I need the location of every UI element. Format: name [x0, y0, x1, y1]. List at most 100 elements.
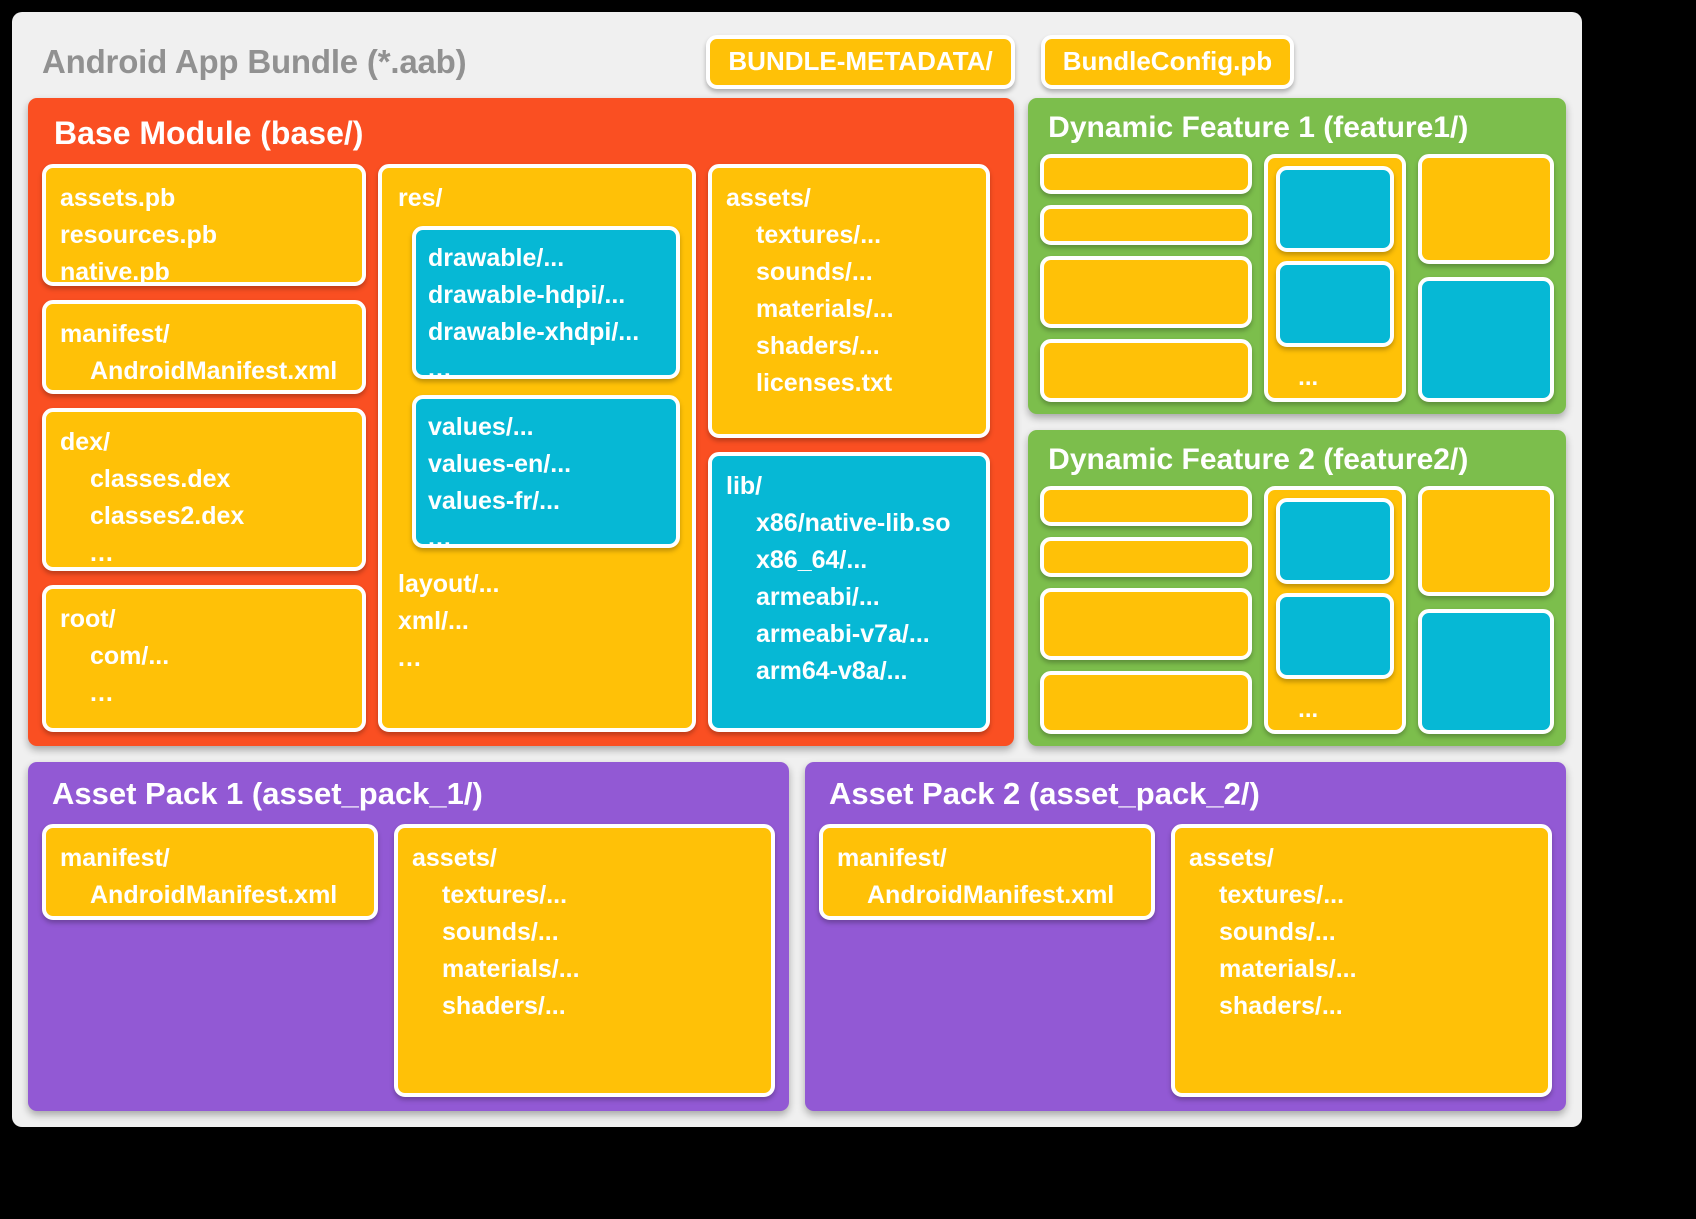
file-classes2-dex: classes2.dex	[90, 502, 245, 530]
feature2-lib-box[interactable]	[1418, 609, 1554, 734]
page-title: Android App Bundle (*.aab)	[42, 43, 467, 80]
base-root-box[interactable]: root/ com/... ...	[42, 585, 366, 732]
asset-pack-1-title: Asset Pack 1 (asset_pack_1/)	[52, 776, 483, 811]
base-module-columns: assets.pb resources.pb native.pb manifes…	[42, 164, 1000, 732]
base-module-panel: Base Module (base/) assets.pb resources.…	[28, 98, 1015, 746]
dir-values-en: values-en/...	[428, 450, 572, 478]
dir-assets: assets/	[1189, 844, 1274, 872]
base-res-box[interactable]: res/ drawable/... drawable-hdpi/... draw…	[378, 164, 696, 732]
dir-drawable-hdpi: drawable-hdpi/...	[428, 281, 626, 309]
feature2-assets-box[interactable]	[1418, 486, 1554, 596]
asset-pack-1-assets-box[interactable]: assets/ textures/... sounds/... material…	[394, 824, 775, 1097]
base-assets-box[interactable]: assets/ textures/... sounds/... material…	[708, 164, 990, 438]
file-assets-pb: assets.pb	[60, 184, 176, 212]
feature1-placeholder-box[interactable]	[1040, 154, 1253, 194]
bundle-header: Android App Bundle (*.aab) BUNDLE-METADA…	[28, 26, 1566, 98]
feature2-res-container[interactable]: ...	[1264, 486, 1407, 734]
asset-pack-1-panel: Asset Pack 1 (asset_pack_1/) manifest/ A…	[28, 762, 789, 1111]
values-ellipsis: ...	[428, 524, 452, 548]
feature2-resource-box[interactable]	[1276, 593, 1395, 679]
base-column-b: res/ drawable/... drawable-hdpi/... draw…	[378, 164, 696, 732]
dir-assets-materials: materials/...	[756, 295, 894, 323]
feature1-placeholder-box[interactable]	[1040, 205, 1253, 245]
dir-assets-materials: materials/...	[442, 955, 580, 983]
dir-lib: lib/	[726, 472, 763, 500]
base-column-a: assets.pb resources.pb native.pb manifes…	[42, 164, 366, 732]
asset-packs-row: Asset Pack 1 (asset_pack_1/) manifest/ A…	[28, 762, 1566, 1111]
file-native-pb: native.pb	[60, 258, 170, 286]
dir-assets-textures: textures/...	[756, 221, 882, 249]
dir-root: root/	[60, 605, 116, 633]
feature2-right-column	[1418, 486, 1554, 734]
feature1-lib-box[interactable]	[1418, 277, 1554, 402]
dex-ellipsis: ...	[90, 539, 114, 567]
feature1-resource-box[interactable]	[1276, 166, 1395, 252]
feature2-placeholder-box[interactable]	[1040, 537, 1253, 577]
feature1-assets-box[interactable]	[1418, 154, 1554, 264]
res-drawables-box[interactable]: drawable/... drawable-hdpi/... drawable-…	[412, 226, 680, 379]
dir-assets-shaders: shaders/...	[1219, 992, 1343, 1020]
dir-armeabi: armeabi/...	[756, 583, 880, 611]
chip-bundle-metadata[interactable]: BUNDLE-METADATA/	[706, 35, 1015, 89]
android-app-bundle-card: Android App Bundle (*.aab) BUNDLE-METADA…	[12, 12, 1582, 1127]
feature1-left-column	[1040, 154, 1253, 402]
feature2-placeholder-box[interactable]	[1040, 671, 1253, 734]
dynamic-features-column: Dynamic Feature 1 (feature1/)	[1028, 98, 1566, 746]
base-dex-box[interactable]: dex/ classes.dex classes2.dex ...	[42, 408, 366, 571]
dir-assets-materials: materials/...	[1219, 955, 1357, 983]
feature1-resource-box[interactable]	[1276, 261, 1395, 347]
feature2-placeholder-box[interactable]	[1040, 486, 1253, 526]
asset-pack-2-panel: Asset Pack 2 (asset_pack_2/) manifest/ A…	[805, 762, 1566, 1111]
feature2-middle-column: ...	[1264, 486, 1407, 734]
dynamic-feature-1-panel: Dynamic Feature 1 (feature1/)	[1028, 98, 1566, 414]
dir-assets-sounds: sounds/...	[1219, 918, 1336, 946]
asset-pack-1-manifest-box[interactable]: manifest/ AndroidManifest.xml	[42, 824, 378, 920]
dynamic-feature-1-body: ...	[1040, 154, 1554, 402]
dir-assets: assets/	[726, 184, 811, 212]
feature1-res-container[interactable]: ...	[1264, 154, 1407, 402]
feature2-placeholder-box[interactable]	[1040, 588, 1253, 660]
dir-arm64-v8a: arm64-v8a/...	[756, 657, 908, 685]
dir-xml: xml/...	[398, 607, 469, 635]
feature1-right-column	[1418, 154, 1554, 402]
feature1-placeholder-box[interactable]	[1040, 256, 1253, 328]
asset-pack-2-manifest-box[interactable]: manifest/ AndroidManifest.xml	[819, 824, 1155, 920]
drawable-ellipsis: ...	[428, 355, 452, 379]
res-ellipsis: ...	[398, 644, 422, 672]
dir-drawable-xhdpi: drawable-xhdpi/...	[428, 318, 640, 346]
dynamic-feature-1-title: Dynamic Feature 1 (feature1/)	[1048, 111, 1469, 144]
dynamic-feature-2-panel: Dynamic Feature 2 (feature2/)	[1028, 430, 1566, 746]
dir-values: values/...	[428, 413, 534, 441]
dir-values-fr: values-fr/...	[428, 487, 560, 515]
dir-x86-64: x86_64/...	[756, 546, 868, 574]
feature2-left-column	[1040, 486, 1253, 734]
base-lib-box[interactable]: lib/ x86/native-lib.so x86_64/... armeab…	[708, 452, 990, 732]
dir-assets-textures: textures/...	[1219, 881, 1345, 909]
res-values-box[interactable]: values/... values-en/... values-fr/... .…	[412, 395, 680, 548]
chip-bundle-config[interactable]: BundleConfig.pb	[1040, 35, 1295, 89]
file-android-manifest-xml: AndroidManifest.xml	[90, 357, 338, 385]
asset-pack-2-body: manifest/ AndroidManifest.xml assets/ te…	[819, 824, 1552, 1097]
dynamic-feature-2-title: Dynamic Feature 2 (feature2/)	[1048, 443, 1469, 476]
bundle-metadata-chips: BUNDLE-METADATA/ BundleConfig.pb	[706, 35, 1295, 89]
feature1-middle-column: ...	[1264, 154, 1407, 402]
file-android-manifest-xml: AndroidManifest.xml	[867, 881, 1115, 909]
dynamic-feature-2-body: ...	[1040, 486, 1554, 734]
base-manifest-box[interactable]: manifest/ AndroidManifest.xml	[42, 300, 366, 394]
file-classes-dex: classes.dex	[90, 465, 231, 493]
dir-manifest: manifest/	[60, 320, 170, 348]
dir-root-com: com/...	[90, 642, 170, 670]
dir-assets-textures: textures/...	[442, 881, 568, 909]
dir-res: res/	[398, 184, 443, 212]
asset-pack-2-title: Asset Pack 2 (asset_pack_2/)	[829, 776, 1260, 811]
file-x86-native-lib-so: x86/native-lib.so	[756, 509, 951, 537]
root-ellipsis: ...	[90, 679, 114, 707]
asset-pack-2-assets-box[interactable]: assets/ textures/... sounds/... material…	[1171, 824, 1552, 1097]
feature1-placeholder-box[interactable]	[1040, 339, 1253, 402]
dir-assets-shaders: shaders/...	[756, 332, 880, 360]
file-resources-pb: resources.pb	[60, 221, 218, 249]
feature2-res-ellipsis: ...	[1298, 696, 1319, 723]
feature2-resource-box[interactable]	[1276, 498, 1395, 584]
protobuf-files-box[interactable]: assets.pb resources.pb native.pb	[42, 164, 366, 286]
